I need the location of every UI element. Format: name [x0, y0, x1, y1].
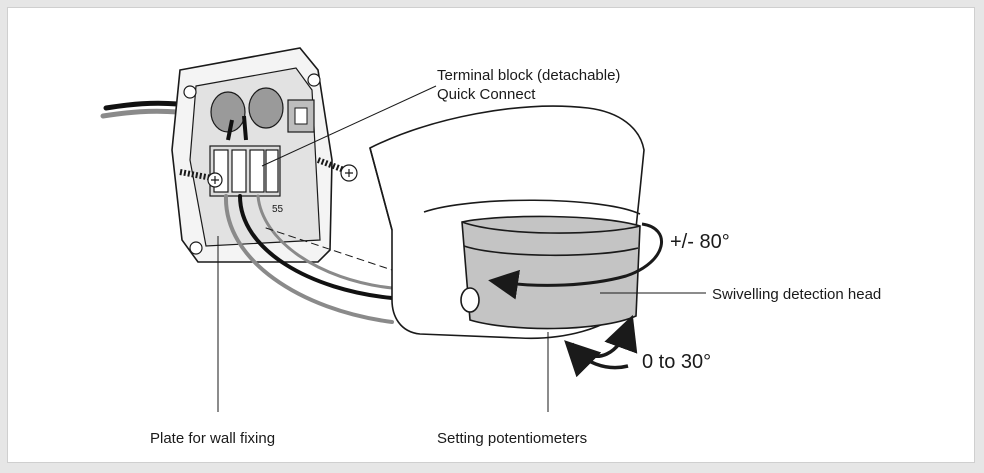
- label-quick-connect: Quick Connect: [437, 86, 536, 103]
- label-rotation-horizontal: +/- 80°: [670, 231, 730, 253]
- label-plate: Plate for wall fixing: [150, 430, 275, 447]
- rear-cables: [100, 100, 181, 119]
- left-screw: [179, 169, 223, 188]
- terminal-block: [209, 115, 281, 197]
- label-swivelling-head: Swivelling detection head: [712, 286, 881, 303]
- label-terminal-block: Terminal block (detachable): [437, 67, 620, 84]
- right-screw: [316, 157, 358, 182]
- connection-cables: [223, 194, 471, 324]
- leader-lines: [217, 85, 706, 412]
- vertical-rotation-arrow: [564, 314, 638, 378]
- potentiometer-knob: [460, 287, 480, 313]
- detector-housing: [369, 105, 645, 340]
- label-rotation-vertical: 0 to 30°: [642, 351, 711, 373]
- horizontal-rotation-arrow: [488, 222, 663, 300]
- terminal-marking: 55: [272, 204, 284, 215]
- label-potentiometers: Setting potentiometers: [437, 430, 587, 447]
